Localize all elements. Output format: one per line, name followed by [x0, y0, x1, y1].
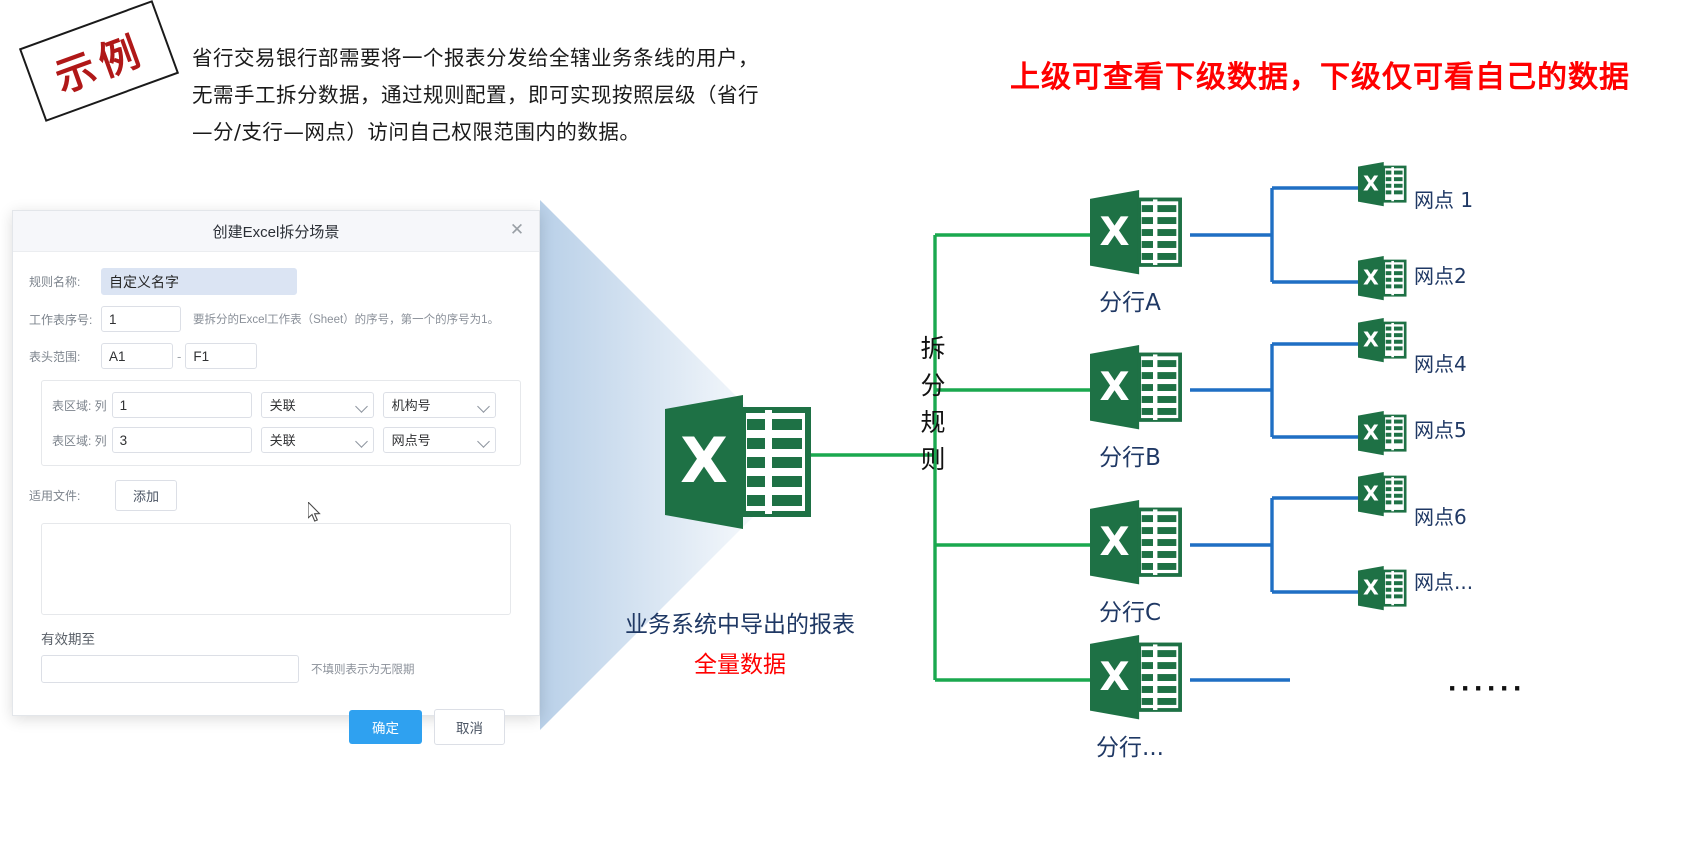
- rule-row-2-relation-value: 关联: [269, 433, 296, 448]
- intro-paragraph: 省行交易银行部需要将一个报表分发给全辖业务条线的用户，无需手工拆分数据，通过规则…: [192, 46, 759, 144]
- header-range-label: 表头范围:: [29, 349, 81, 364]
- green-connectors: [805, 233, 1090, 682]
- rule-row-1-field-select[interactable]: 机构号: [382, 392, 496, 418]
- stamp-label: 示例: [49, 27, 152, 103]
- ellipsis-label: ······: [1448, 672, 1526, 705]
- source-label: 业务系统中导出的报表: [625, 612, 855, 638]
- valid-until-row: 不填则表示为无限期: [41, 655, 523, 683]
- sheet-index-label: 工作表序号:: [29, 312, 93, 327]
- dialog-footer: 确定 取消: [29, 709, 505, 745]
- rule-row-1: 表区域: 列 1 关联 机构号: [52, 392, 510, 418]
- source-sublabel: 全量数据: [694, 652, 786, 678]
- rule-name-label: 规则名称:: [29, 275, 81, 289]
- apply-file-row: 适用文件: 添加: [29, 480, 523, 511]
- chevron-down-icon: [354, 435, 368, 448]
- valid-until-input[interactable]: [41, 655, 299, 683]
- svg-text:X: X: [1363, 172, 1379, 196]
- rule-row-1-column-input[interactable]: 1: [111, 392, 252, 418]
- dialog-title: 创建Excel拆分场景: [212, 223, 340, 241]
- branch-label-c: 分行C: [1098, 600, 1162, 626]
- node-label-a1: 网点 1: [1414, 188, 1474, 212]
- confirm-button[interactable]: 确定: [349, 710, 422, 744]
- rule-rows-group: 表区域: 列 1 关联 机构号 表区域: 列 3 关联: [41, 380, 521, 466]
- node-label-a2: 网点2: [1414, 264, 1467, 288]
- split-rule-label: 拆分规则: [920, 334, 946, 474]
- node-excel-icon-c1: X: [1358, 472, 1407, 517]
- branch-label-d: 分行...: [1096, 735, 1164, 761]
- apply-file-label: 适用文件:: [29, 489, 81, 503]
- rule-row-2-column-input[interactable]: 3: [111, 427, 252, 453]
- branch-label-a: 分行A: [1099, 290, 1161, 316]
- rule-row-1-relation-select[interactable]: 关联: [260, 392, 374, 418]
- header-range-row: 表头范围: A1 - F1: [29, 343, 523, 369]
- branch-excel-icon-c: X: [1090, 500, 1182, 585]
- rule-row-2-field-select[interactable]: 网点号: [382, 427, 496, 453]
- range-separator: -: [177, 348, 182, 364]
- valid-until-hint: 不填则表示为无限期: [311, 664, 415, 676]
- rule-row-1-field-value: 机构号: [391, 398, 431, 413]
- cancel-button[interactable]: 取消: [434, 709, 505, 745]
- dialog-titlebar: 创建Excel拆分场景 ✕: [13, 211, 539, 252]
- valid-until-label: 有效期至: [41, 632, 95, 647]
- node-excel-icon-a1: X: [1358, 162, 1407, 207]
- svg-text:X: X: [1363, 266, 1379, 290]
- node-excel-icon-b1: X: [1358, 318, 1407, 363]
- branch-excel-icon-b: X: [1090, 345, 1182, 430]
- example-stamp: 示例: [18, 0, 188, 128]
- create-excel-split-dialog[interactable]: 创建Excel拆分场景 ✕ 规则名称: 自定义名字 工作表序号: 1 要拆分的E…: [12, 210, 540, 745]
- rule-row-1-label: 表区域: 列: [52, 398, 107, 413]
- node-excel-icon-c2: X: [1358, 566, 1407, 611]
- node-excel-icon-a2: X: [1358, 256, 1407, 301]
- svg-text:X: X: [1363, 328, 1379, 352]
- chevron-down-icon: [354, 400, 368, 413]
- rule-row-1-relation-value: 关联: [269, 398, 296, 413]
- rule-row-2-relation-select[interactable]: 关联: [260, 427, 374, 453]
- rule-name-input[interactable]: 自定义名字: [101, 268, 297, 295]
- branch-excel-icon-a: X: [1090, 190, 1182, 275]
- mouse-cursor: [308, 502, 321, 522]
- blue-connectors: [1190, 186, 1358, 682]
- node-label-c2: 网点...: [1414, 570, 1474, 594]
- branch-excel-icon-d: X: [1090, 635, 1182, 720]
- header-range-start-input[interactable]: A1: [101, 343, 173, 369]
- dialog-body: 规则名称: 自定义名字 工作表序号: 1 要拆分的Excel工作表（Sheet）…: [13, 252, 539, 745]
- node-excel-icon-b2: X: [1358, 411, 1407, 456]
- sheet-index-hint: 要拆分的Excel工作表（Sheet）的序号，第一个的序号为1。: [193, 314, 500, 326]
- rule-name-row: 规则名称: 自定义名字: [29, 268, 523, 295]
- page-headline: 上级可查看下级数据，下级仅可看自己的数据: [1010, 60, 1630, 95]
- close-icon[interactable]: ✕: [509, 220, 525, 239]
- node-label-c1: 网点6: [1414, 505, 1467, 529]
- svg-text:X: X: [1363, 576, 1379, 600]
- add-file-button[interactable]: 添加: [115, 480, 178, 511]
- source-excel-icon: X: [665, 395, 811, 529]
- file-list-area[interactable]: [41, 523, 511, 615]
- svg-text:X: X: [1100, 210, 1130, 255]
- svg-text:X: X: [1100, 365, 1130, 410]
- chevron-down-icon: [476, 435, 490, 448]
- svg-text:X: X: [1100, 655, 1130, 700]
- svg-text:X: X: [1363, 482, 1379, 506]
- sheet-index-row: 工作表序号: 1 要拆分的Excel工作表（Sheet）的序号，第一个的序号为1…: [29, 306, 523, 332]
- branch-label-b: 分行B: [1099, 445, 1161, 471]
- svg-text:X: X: [1100, 520, 1130, 565]
- svg-text:X: X: [1363, 421, 1379, 445]
- split-flow-diagram: X X X X: [665, 162, 1407, 720]
- rule-row-2-label: 表区域: 列: [52, 433, 107, 448]
- svg-text:X: X: [680, 424, 728, 497]
- header-range-end-input[interactable]: F1: [185, 343, 258, 369]
- chevron-down-icon: [476, 400, 490, 413]
- node-label-b1: 网点4: [1414, 352, 1467, 376]
- rule-row-2: 表区域: 列 3 关联 网点号: [52, 427, 510, 453]
- rule-row-2-field-value: 网点号: [391, 433, 431, 448]
- node-label-b2: 网点5: [1414, 418, 1467, 442]
- sheet-index-input[interactable]: 1: [101, 306, 181, 332]
